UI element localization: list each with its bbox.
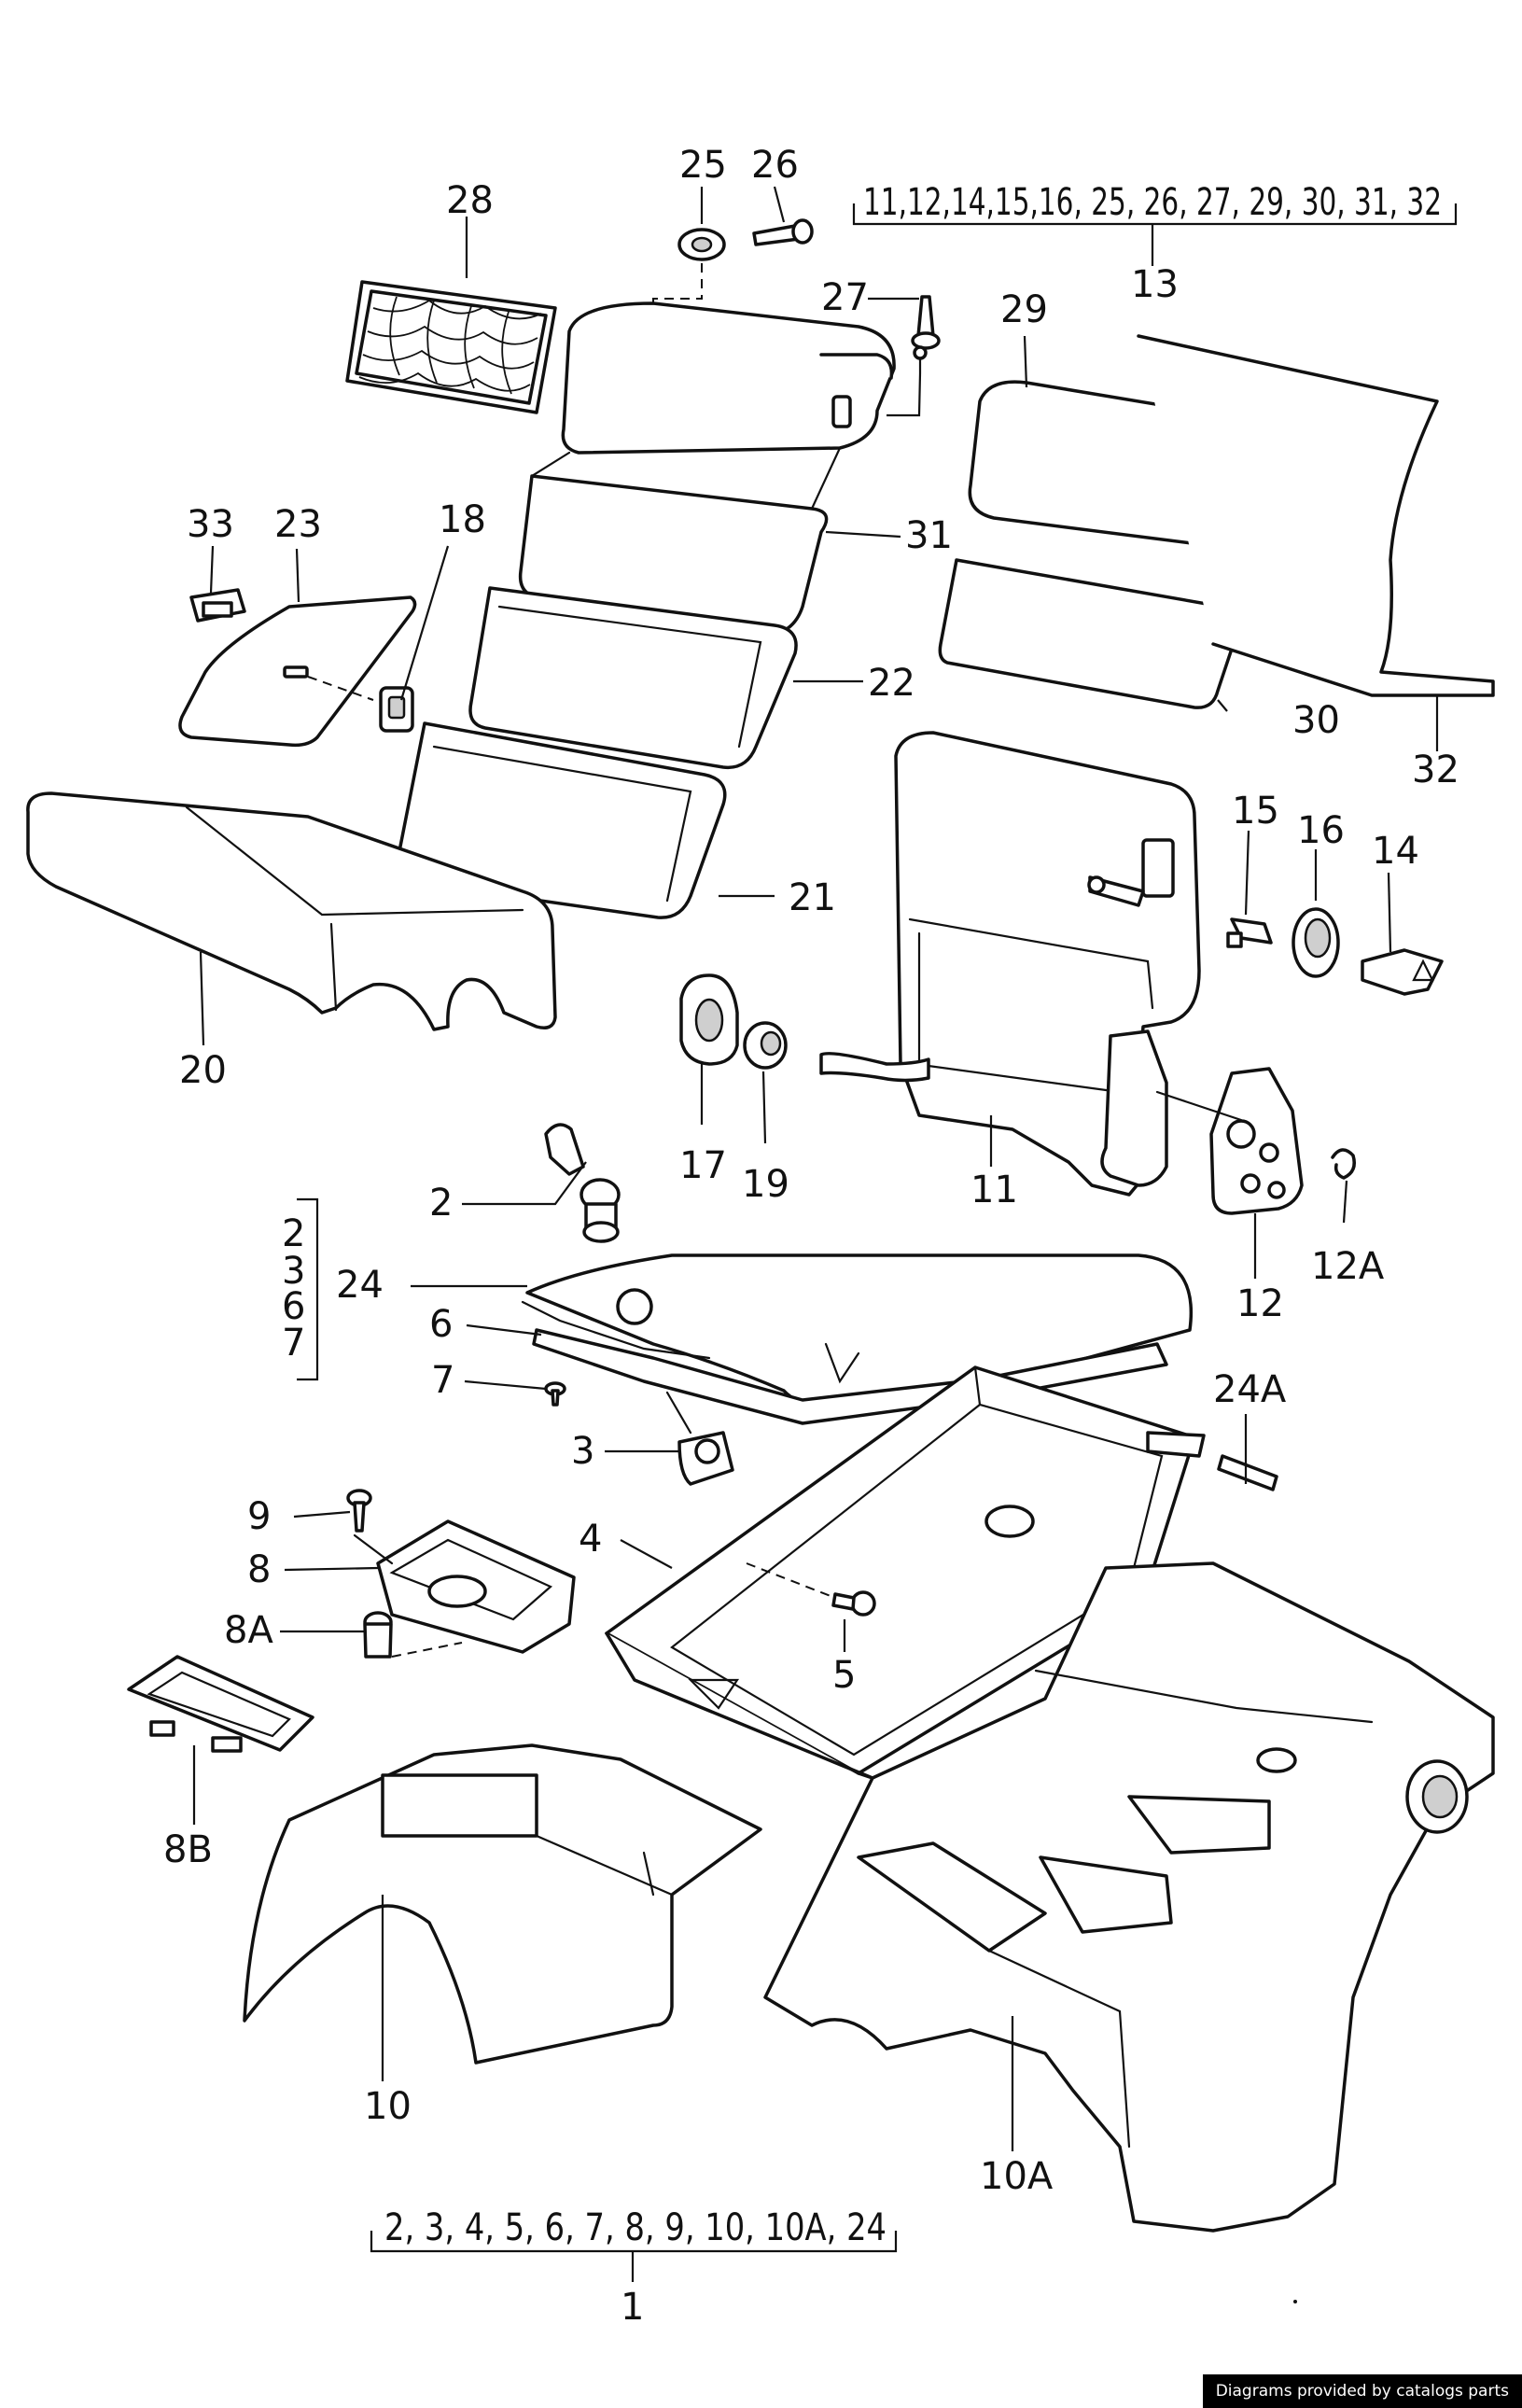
part-25-bushing: [652, 228, 726, 345]
group-label-13: 11,12,14,15,16, 25, 26, 27, 29, 30, 31, …: [863, 181, 1442, 224]
label-10: 10: [364, 2085, 412, 2128]
part-30-headrest-pad: [938, 558, 1239, 709]
label-15: 15: [1232, 790, 1279, 833]
part-17-grommet: [679, 973, 739, 1066]
label-5: 5: [832, 1654, 856, 1697]
label-8a: 8A: [224, 1609, 273, 1652]
part-24-lid: [521, 1253, 1193, 1425]
part-15-clip: [1226, 917, 1273, 948]
label-6: 6: [429, 1303, 453, 1346]
part-27-clip: [887, 295, 941, 417]
part-20-armrest-cover: [26, 791, 557, 1031]
part-24a-pin: [1217, 1454, 1278, 1491]
label-7: 7: [431, 1359, 454, 1402]
group-24-item-2: 2: [282, 1212, 305, 1255]
label-2: 2: [429, 1182, 453, 1225]
label-28: 28: [446, 179, 494, 222]
label-25: 25: [679, 144, 727, 187]
label-13: 13: [1131, 263, 1179, 306]
label-32: 32: [1412, 749, 1459, 791]
part-19-bushing: [743, 1021, 788, 1070]
part-16-knob: [1292, 907, 1340, 978]
group-24-item-6: 6: [282, 1285, 305, 1328]
label-9: 9: [247, 1495, 271, 1538]
label-24: 24: [336, 1264, 384, 1307]
label-12a: 12A: [1311, 1245, 1385, 1288]
label-11: 11: [970, 1169, 1018, 1211]
label-24a: 24A: [1213, 1368, 1287, 1411]
part-10a-console: [763, 1561, 1495, 2233]
label-8b: 8B: [163, 1828, 213, 1871]
group-24-item-7: 7: [282, 1322, 305, 1365]
part-8b-frame: [127, 1655, 314, 1753]
part-33-clip: [189, 588, 246, 623]
part-3-latch: [665, 1391, 734, 1486]
part-28-net: [345, 280, 557, 414]
label-4: 4: [579, 1518, 602, 1561]
label-16: 16: [1297, 809, 1345, 852]
group-24-item-3: 3: [282, 1250, 305, 1293]
group-label-1: 2, 3, 4, 5, 6, 7, 8, 9, 10, 10A, 24: [384, 2206, 887, 2249]
label-3: 3: [571, 1430, 594, 1473]
leader-lines: [192, 186, 1458, 2282]
part-23-panel: [178, 595, 417, 748]
part-32-board: [1137, 334, 1495, 697]
label-33: 33: [187, 503, 234, 546]
part-10-console: [243, 1743, 762, 2065]
part-9-screw: [346, 1489, 372, 1533]
part-7-screw: [544, 1381, 566, 1407]
part-18-grommet: [379, 686, 414, 733]
label-29: 29: [1000, 288, 1048, 331]
label-8: 8: [247, 1548, 271, 1591]
part-5-screw: [746, 1562, 876, 1617]
label-1: 1: [621, 2286, 644, 2329]
label-17: 17: [679, 1144, 727, 1187]
label-21: 21: [789, 876, 836, 919]
part-21-pad: [396, 721, 727, 919]
label-26: 26: [751, 144, 799, 187]
part-31-backrest-pad: [518, 301, 896, 637]
label-14: 14: [1372, 830, 1419, 873]
part-11-frame: [819, 731, 1201, 1197]
label-22: 22: [868, 662, 915, 705]
part-14-lever: [1361, 948, 1444, 996]
part-22-pad: [468, 586, 798, 770]
part-8-ashtray: [353, 1519, 576, 1654]
label-30: 30: [1292, 699, 1340, 742]
part-12a-clip: [1331, 1148, 1356, 1180]
credit-banner: Diagrams provided by catalogs parts: [1202, 2374, 1522, 2408]
part-8a-lighter: [363, 1611, 463, 1659]
part-26-screw: [752, 218, 814, 246]
label-10a: 10A: [980, 2155, 1054, 2198]
label-31: 31: [905, 514, 953, 557]
callout-labels: 28 25 26 27 29 31 33 23 18 22 30 32 21 1…: [163, 144, 1459, 2329]
part-2-lock: [544, 1123, 621, 1243]
label-23: 23: [274, 503, 322, 546]
label-12: 12: [1236, 1282, 1284, 1325]
label-19: 19: [742, 1163, 789, 1206]
label-27: 27: [821, 276, 869, 319]
label-18: 18: [439, 498, 486, 541]
part-12-bracket: [1155, 1067, 1304, 1215]
label-20: 20: [179, 1049, 227, 1092]
part-4-tray: [605, 1365, 1206, 1780]
